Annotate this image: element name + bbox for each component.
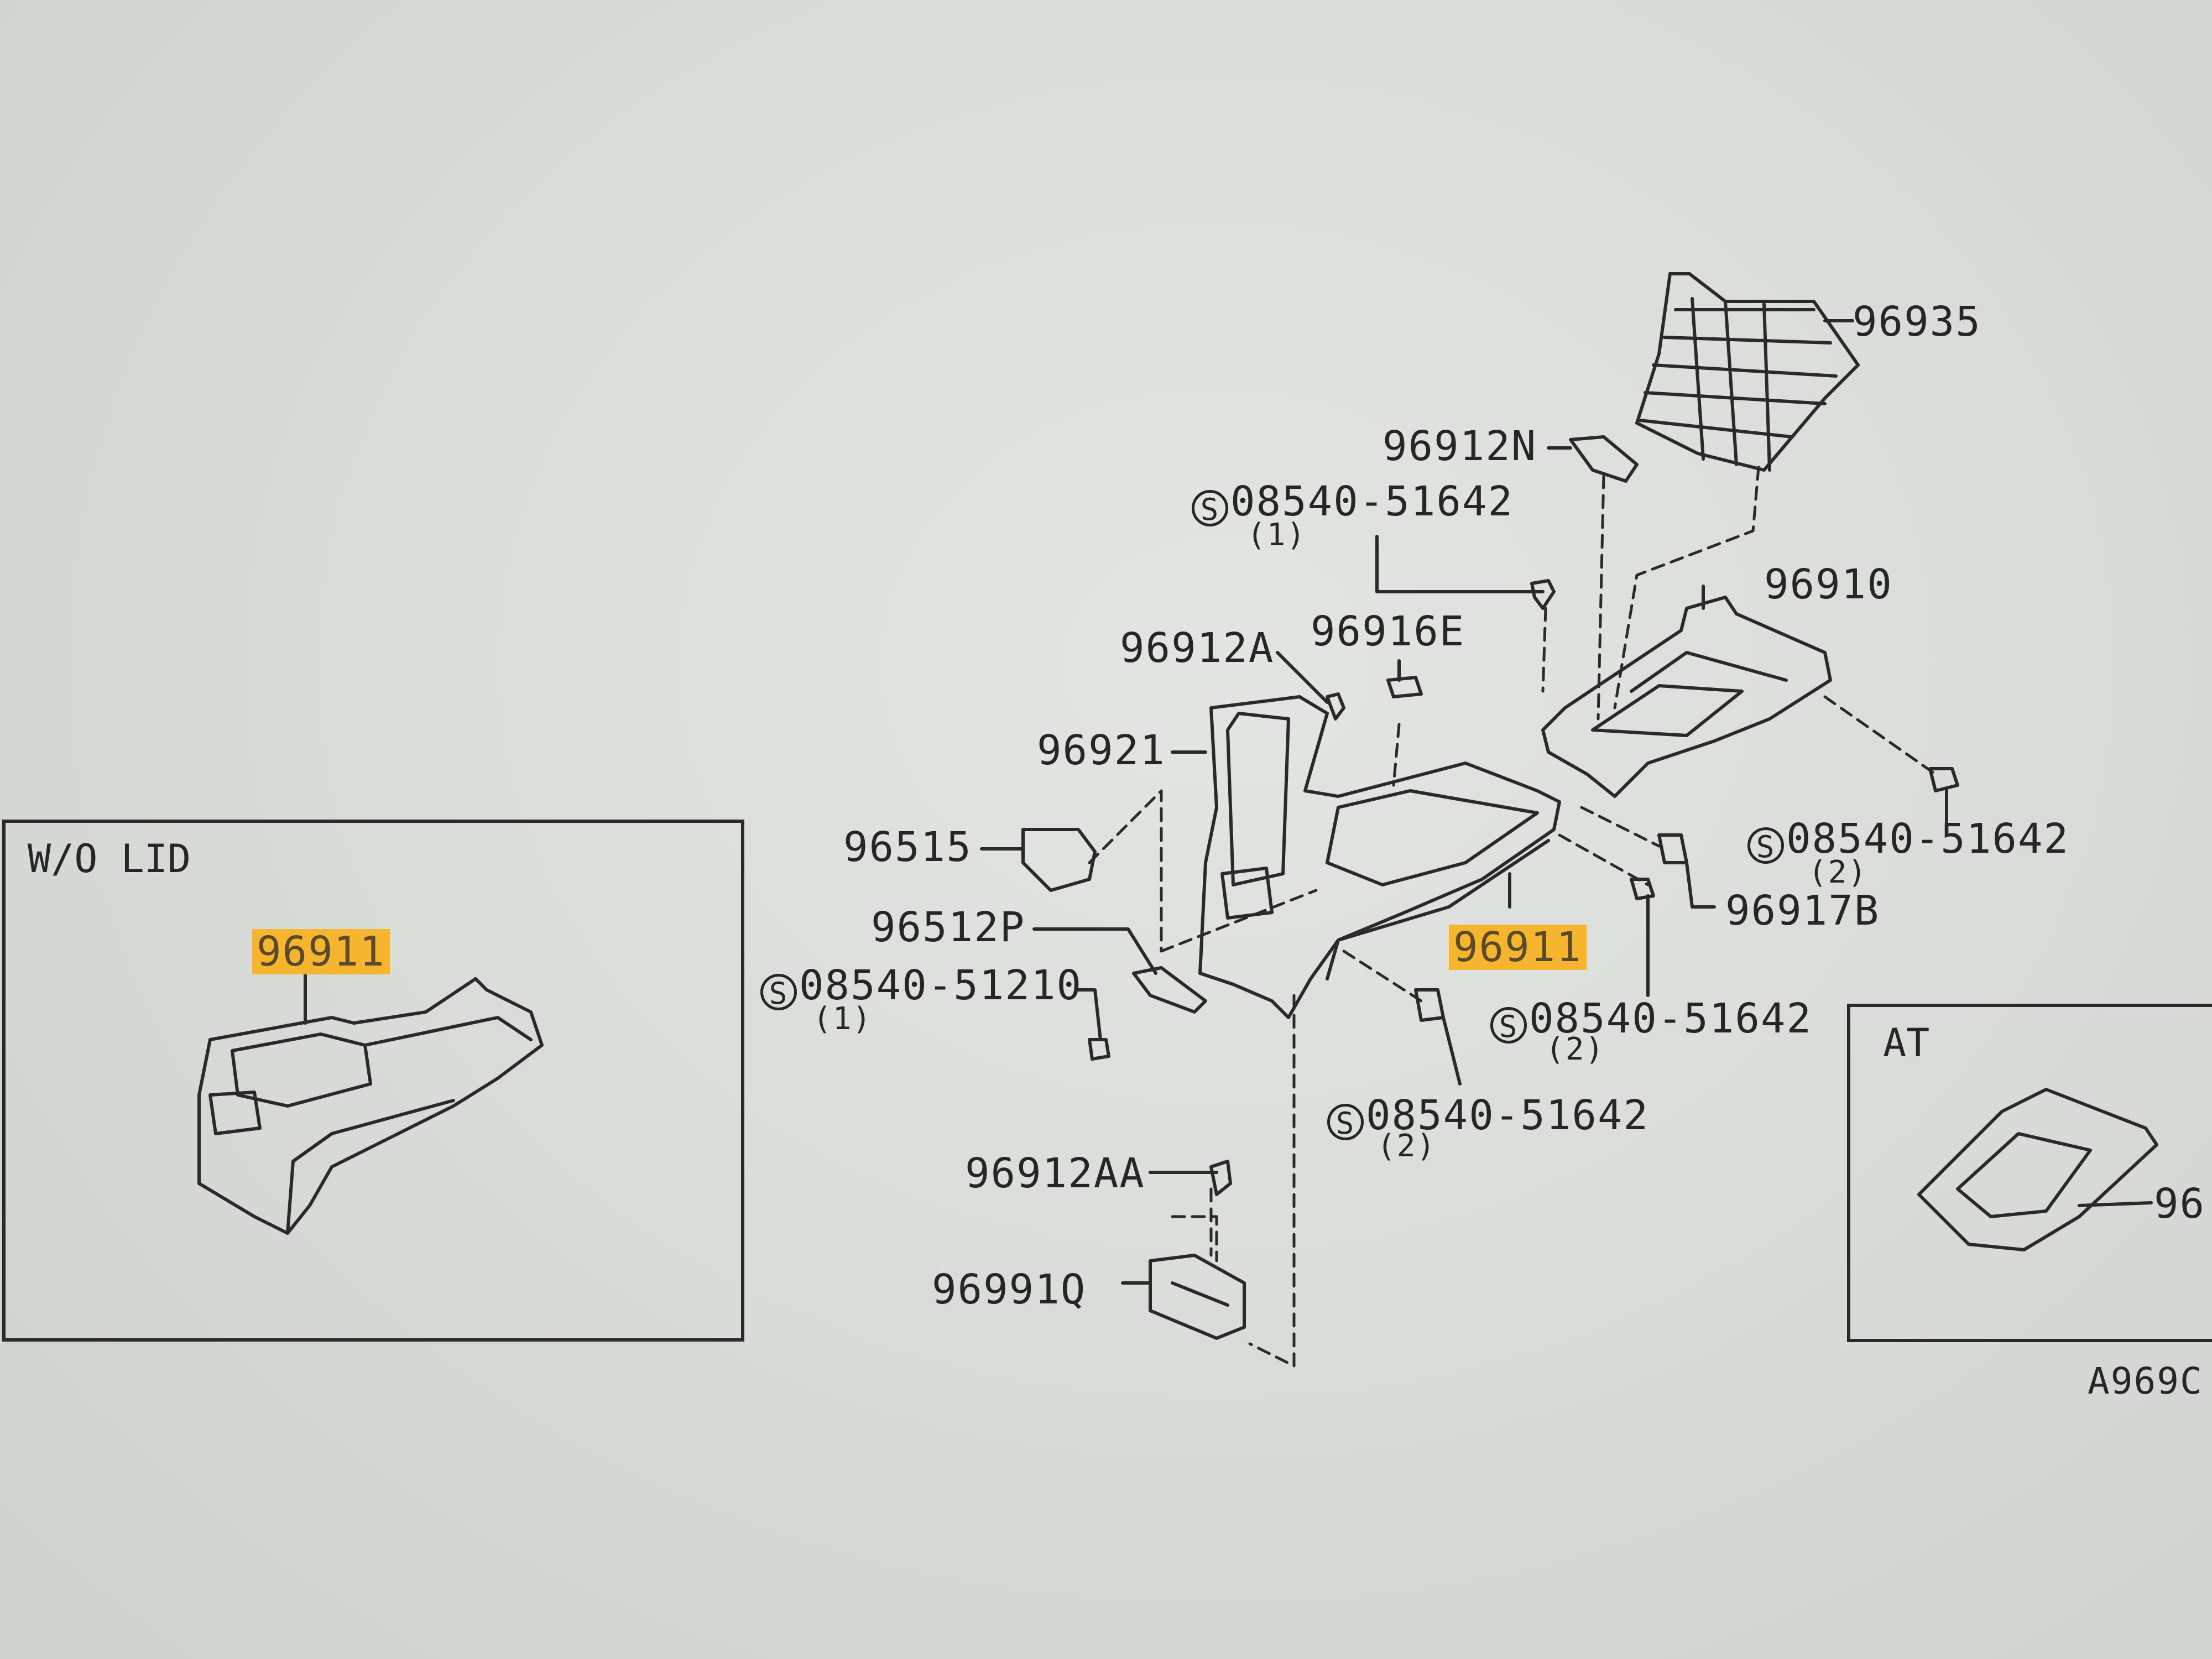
- screw-qty-5: (2): [1377, 1128, 1437, 1164]
- screw-symbol-icon: S: [760, 974, 797, 1011]
- part-label-96916e: 96916E: [1311, 608, 1465, 655]
- screw-qty-3: (1): [813, 1001, 873, 1037]
- part-label-96912a: 96912A: [1120, 624, 1275, 672]
- inset-frame-at: [1847, 1004, 2212, 1342]
- pocket-96515-drawing: [1021, 828, 1097, 892]
- screw-symbol-icon: S: [1490, 1007, 1527, 1044]
- retainer-96912n-drawing: [1569, 435, 1639, 483]
- screw-qty-1: (1): [1247, 517, 1307, 553]
- bracket-96512p-drawing: [1132, 966, 1207, 1014]
- upper-console-drawing: [1541, 596, 1832, 798]
- screw-number: 08540-51642: [1366, 1092, 1650, 1139]
- main-console-drawing: [1198, 695, 1561, 1019]
- part-label-96911-inset: 96911: [252, 929, 390, 974]
- inset-title-at: AT: [1883, 1020, 1930, 1066]
- screw-symbol-icon: S: [1192, 490, 1228, 527]
- screw-number: 08540-51642: [1529, 995, 1813, 1042]
- part-label-96991q: 96991Q: [932, 1266, 1087, 1313]
- part-label-96512p: 96512P: [871, 904, 1026, 951]
- screw-symbol-icon: S: [1327, 1104, 1364, 1141]
- part-label-96917b: 96917B: [1725, 887, 1880, 935]
- wo-lid-console-drawing: [197, 977, 544, 1235]
- part-label-at-partial: 96: [2154, 1180, 2206, 1228]
- part-label-96912n: 96912N: [1383, 422, 1537, 470]
- part-96991q-drawing: [1149, 1254, 1246, 1340]
- screw-qty-2: (2): [1808, 854, 1868, 890]
- screw-number: 08540-51642: [1230, 478, 1514, 525]
- screw-qty-4: (2): [1546, 1031, 1605, 1067]
- part-label-96935: 96935: [1853, 298, 1981, 346]
- shift-boot-drawing: [1635, 272, 1860, 472]
- inset-title-wo-lid: W/O LID: [28, 836, 191, 881]
- part-label-96910: 96910: [1764, 561, 1893, 608]
- part-label-96911: 96911: [1449, 925, 1587, 970]
- at-shift-plate-drawing: [1917, 1088, 2158, 1251]
- part-label-96515: 96515: [843, 823, 972, 871]
- part-label-96921: 96921: [1037, 727, 1166, 774]
- inset-frame-wo-lid: [2, 820, 744, 1342]
- part-label-96912aa: 96912AA: [965, 1150, 1145, 1197]
- diagram-code: A969C: [2088, 1360, 2203, 1402]
- screw-number: 08540-51210: [799, 962, 1083, 1009]
- screw-symbol-icon: S: [1747, 827, 1784, 864]
- screw-number: 08540-51642: [1786, 815, 2070, 863]
